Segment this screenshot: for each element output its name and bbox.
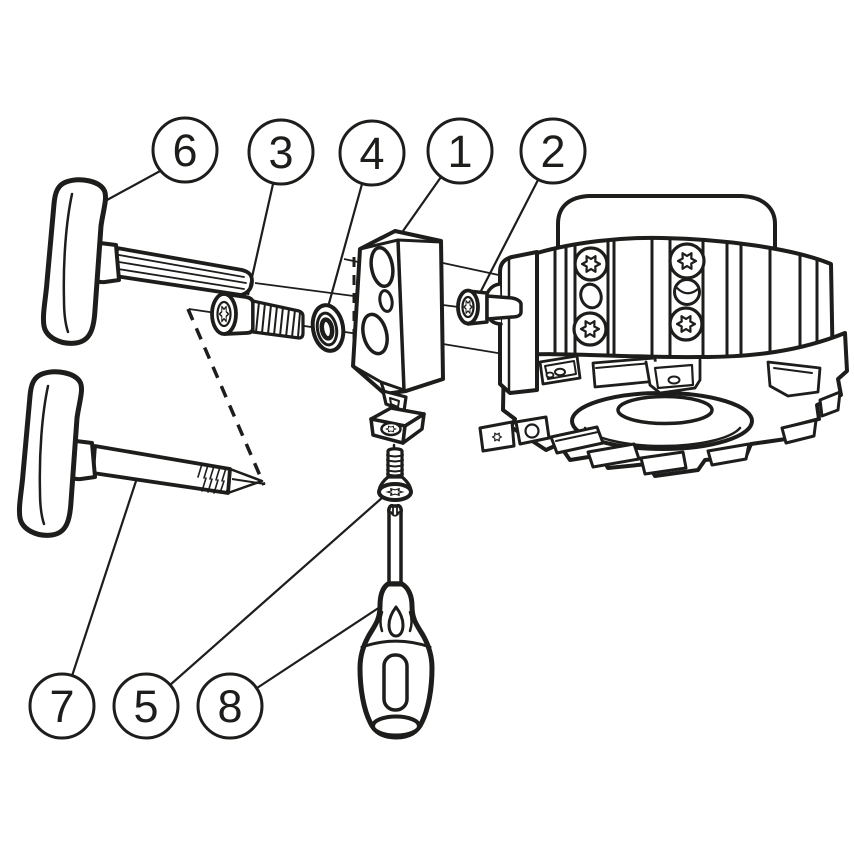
cutter-insert-pockets	[538, 354, 822, 398]
leader-lines	[70, 169, 539, 689]
leader-2	[480, 179, 539, 292]
torx-screw-icon	[573, 246, 609, 282]
callout-3-label: 3	[268, 127, 293, 178]
handle-teardrop-hole	[387, 605, 405, 638]
leader-7	[70, 477, 139, 677]
leader-3	[246, 183, 275, 296]
countersunk-screw-part5	[377, 443, 413, 502]
callout-4-label: 4	[359, 128, 384, 179]
callout-7-label: 7	[49, 681, 74, 732]
callout-7: 7	[28, 672, 96, 740]
leader-8	[256, 606, 381, 689]
t-handle-wrench-part7	[16, 369, 264, 538]
callout-5-label: 5	[133, 681, 158, 732]
callouts: 6 3 4 1 2 7 5 8	[28, 116, 587, 740]
callout-2: 2	[519, 117, 587, 185]
cutter-teeth	[478, 390, 842, 476]
callout-4: 4	[338, 119, 406, 187]
handle-grip-slot	[382, 653, 409, 712]
callout-1-label: 1	[447, 126, 472, 177]
screwdriver-blade	[387, 504, 403, 585]
cutter-center-bore	[616, 394, 714, 426]
wrench7-grip	[16, 369, 84, 538]
cutter-screw-strip-left	[572, 246, 609, 347]
leader-1	[402, 176, 442, 232]
dashed-sight-line	[186, 308, 266, 486]
mounting-pin-part2	[456, 288, 523, 326]
screwdriver-part8	[357, 504, 435, 740]
leader-6	[106, 169, 163, 201]
washer-part4	[310, 303, 346, 353]
screw-threads	[251, 299, 305, 340]
wrench7-torx-bit	[197, 463, 231, 494]
wrench6-grip	[40, 177, 108, 346]
clamp-block-part1	[351, 229, 445, 413]
leader-4	[326, 183, 364, 308]
leader-5	[169, 496, 384, 686]
callout-8-label: 8	[217, 681, 242, 732]
cutter-mounting-lug	[483, 250, 539, 395]
milling-cutter-head	[478, 194, 849, 478]
cap-screw-part3	[210, 292, 305, 340]
t-handle-wrench-part6	[40, 177, 254, 346]
cutter-screw-strip-right	[668, 242, 706, 342]
torx-screw-icon	[668, 306, 704, 342]
callout-2-label: 2	[540, 126, 565, 177]
callout-8: 8	[196, 672, 264, 740]
callout-6-label: 6	[172, 125, 197, 176]
torx-screw-icon	[668, 242, 706, 280]
ball-detent-hole	[673, 278, 701, 306]
callout-6: 6	[151, 116, 219, 184]
handle-bottom-face	[371, 714, 421, 738]
torx-screw-icon	[572, 311, 608, 347]
cutter-hub-cap	[556, 194, 777, 252]
wedge-clamp	[369, 406, 426, 445]
plain-hole	[579, 282, 603, 310]
callout-3: 3	[247, 118, 315, 186]
callout-1: 1	[426, 117, 494, 185]
callout-5: 5	[112, 672, 180, 740]
